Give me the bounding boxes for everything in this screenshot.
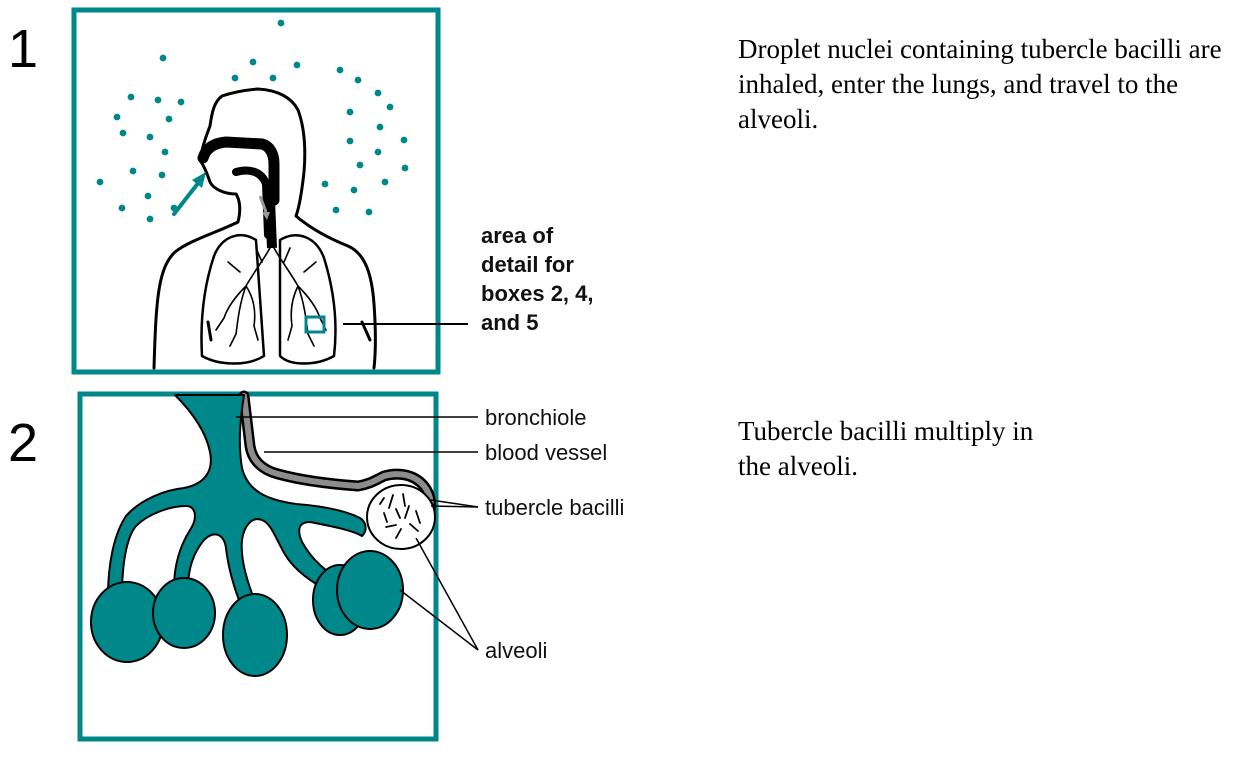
callout-line-3: boxes 2, 4, bbox=[481, 281, 594, 306]
label-bronchiole: bronchiole bbox=[485, 405, 587, 430]
callout-line-4: and 5 bbox=[481, 310, 538, 335]
label-tubercle-bacilli: tubercle bacilli bbox=[485, 495, 624, 520]
label-blood-vessel: blood vessel bbox=[485, 440, 607, 465]
panel-1-frame bbox=[74, 10, 438, 372]
droplet-nuclei bbox=[97, 20, 409, 223]
callout-line-2: detail for bbox=[481, 252, 574, 277]
lungs bbox=[202, 235, 336, 363]
inhalation-arrow-icon bbox=[174, 172, 206, 214]
callout-line-1: area of bbox=[481, 223, 554, 248]
detail-callout-text: area of detail for boxes 2, 4, and 5 bbox=[481, 223, 594, 335]
label-alveoli: alveoli bbox=[485, 638, 547, 663]
infected-alveolus bbox=[367, 485, 435, 549]
